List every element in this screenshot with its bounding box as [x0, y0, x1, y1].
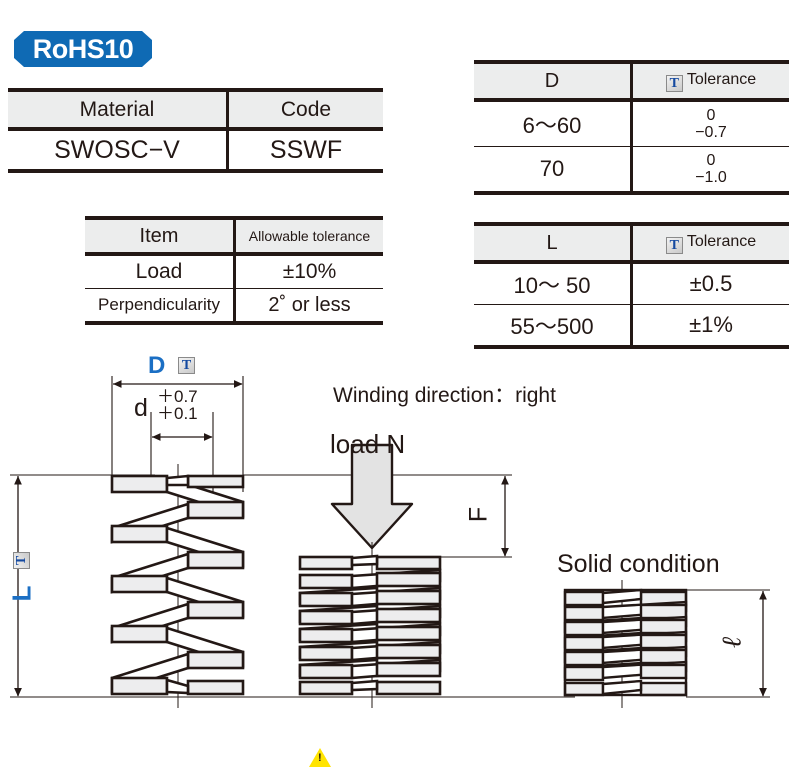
d-tolerance-1-lower: −0.7: [695, 123, 727, 141]
solid-condition-label: Solid condition: [557, 550, 720, 578]
table-row: 10～ 50 ±0.5: [474, 262, 789, 305]
table-row: SWOSC−V SSWF: [8, 129, 383, 173]
tolerance-t-icon: T: [665, 74, 683, 92]
free-length-spring: [110, 464, 245, 708]
winding-direction-note: Winding direction：right: [333, 384, 556, 407]
cell-d-range-1: 6～60: [474, 100, 633, 147]
cell-item-load: Load: [85, 254, 236, 289]
item-tolerance-table: Item Allowable tolerance Load ±10% Perpe…: [85, 216, 383, 325]
dim-L-tolerance-icon: T: [13, 552, 30, 569]
cell-d-range-2: 70: [474, 146, 633, 195]
table-header-row: Item Allowable tolerance: [85, 216, 383, 256]
cell-perpendicularity-tolerance: 2˚ or less: [234, 288, 383, 325]
dim-label-L: L: [6, 585, 37, 602]
dim-d-tolerance-lower: ＋0.1: [157, 404, 198, 423]
cell-l-range-2: 55～500: [474, 304, 633, 349]
load-arrow-icon: [330, 443, 414, 550]
load-label: load N: [330, 429, 406, 459]
cell-d-tolerance-2: 0 −1.0: [631, 146, 789, 195]
table-row: 55～500 ±1%: [474, 304, 789, 349]
dim-label-solid-height: ℓ: [716, 636, 747, 649]
column-header-l-tolerance-label: Tolerance: [686, 232, 757, 250]
table-row: 6～60 0 −0.7: [474, 100, 789, 147]
material-code-table: Material Code SWOSC−V SSWF: [8, 88, 383, 173]
compressed-spring: [298, 542, 442, 708]
column-header-l: L: [474, 222, 633, 264]
cell-d-tolerance-1: 0 −0.7: [631, 100, 789, 147]
spring-diagram-svg: [10, 376, 770, 708]
table-row: Perpendicularity 2˚ or less: [85, 288, 383, 325]
cell-load-tolerance: ±10%: [234, 254, 383, 289]
table-row: Load ±10%: [85, 254, 383, 289]
column-header-allowable-tolerance: Allowable tolerance: [234, 216, 383, 256]
dimension-lines-group: [10, 376, 770, 698]
solid-condition-spring: [563, 580, 688, 708]
cell-l-tolerance-1: ±0.5: [631, 262, 789, 305]
tolerance-t-icon: T: [665, 236, 683, 254]
column-header-item: Item: [85, 216, 236, 256]
dim-label-F: F: [464, 506, 493, 523]
column-header-d-tolerance-label: Tolerance: [686, 70, 757, 88]
cell-item-perpendicularity: Perpendicularity: [85, 288, 236, 325]
column-header-d: D: [474, 60, 633, 102]
cell-l-tolerance-2: ±1%: [631, 304, 789, 349]
spring-technical-diagram: D T d ＋0.7 ＋0.1 Winding direction：right …: [0, 352, 800, 767]
column-header-material: Material: [8, 88, 229, 131]
dim-label-D: D: [148, 352, 166, 379]
d-tolerance-2-lower: −1.0: [695, 168, 727, 186]
d-tolerance-2-upper: 0: [706, 151, 716, 169]
warning-triangle-icon: [309, 748, 331, 767]
table-row: 70 0 −1.0: [474, 146, 789, 195]
dim-D-tolerance-icon: T: [178, 357, 195, 374]
table-header-row: Material Code: [8, 88, 383, 131]
cell-material-value: SWOSC−V: [8, 129, 229, 173]
cell-code-value: SSWF: [227, 129, 383, 173]
d-tolerance-1-upper: 0: [706, 106, 716, 124]
dim-d-tolerance-upper: ＋0.7: [157, 387, 198, 406]
column-header-code: Code: [227, 88, 383, 131]
cell-l-range-1: 10～ 50: [474, 262, 633, 305]
dim-label-d: d: [134, 394, 148, 422]
rohs-compliance-badge: RoHS10: [14, 31, 152, 67]
